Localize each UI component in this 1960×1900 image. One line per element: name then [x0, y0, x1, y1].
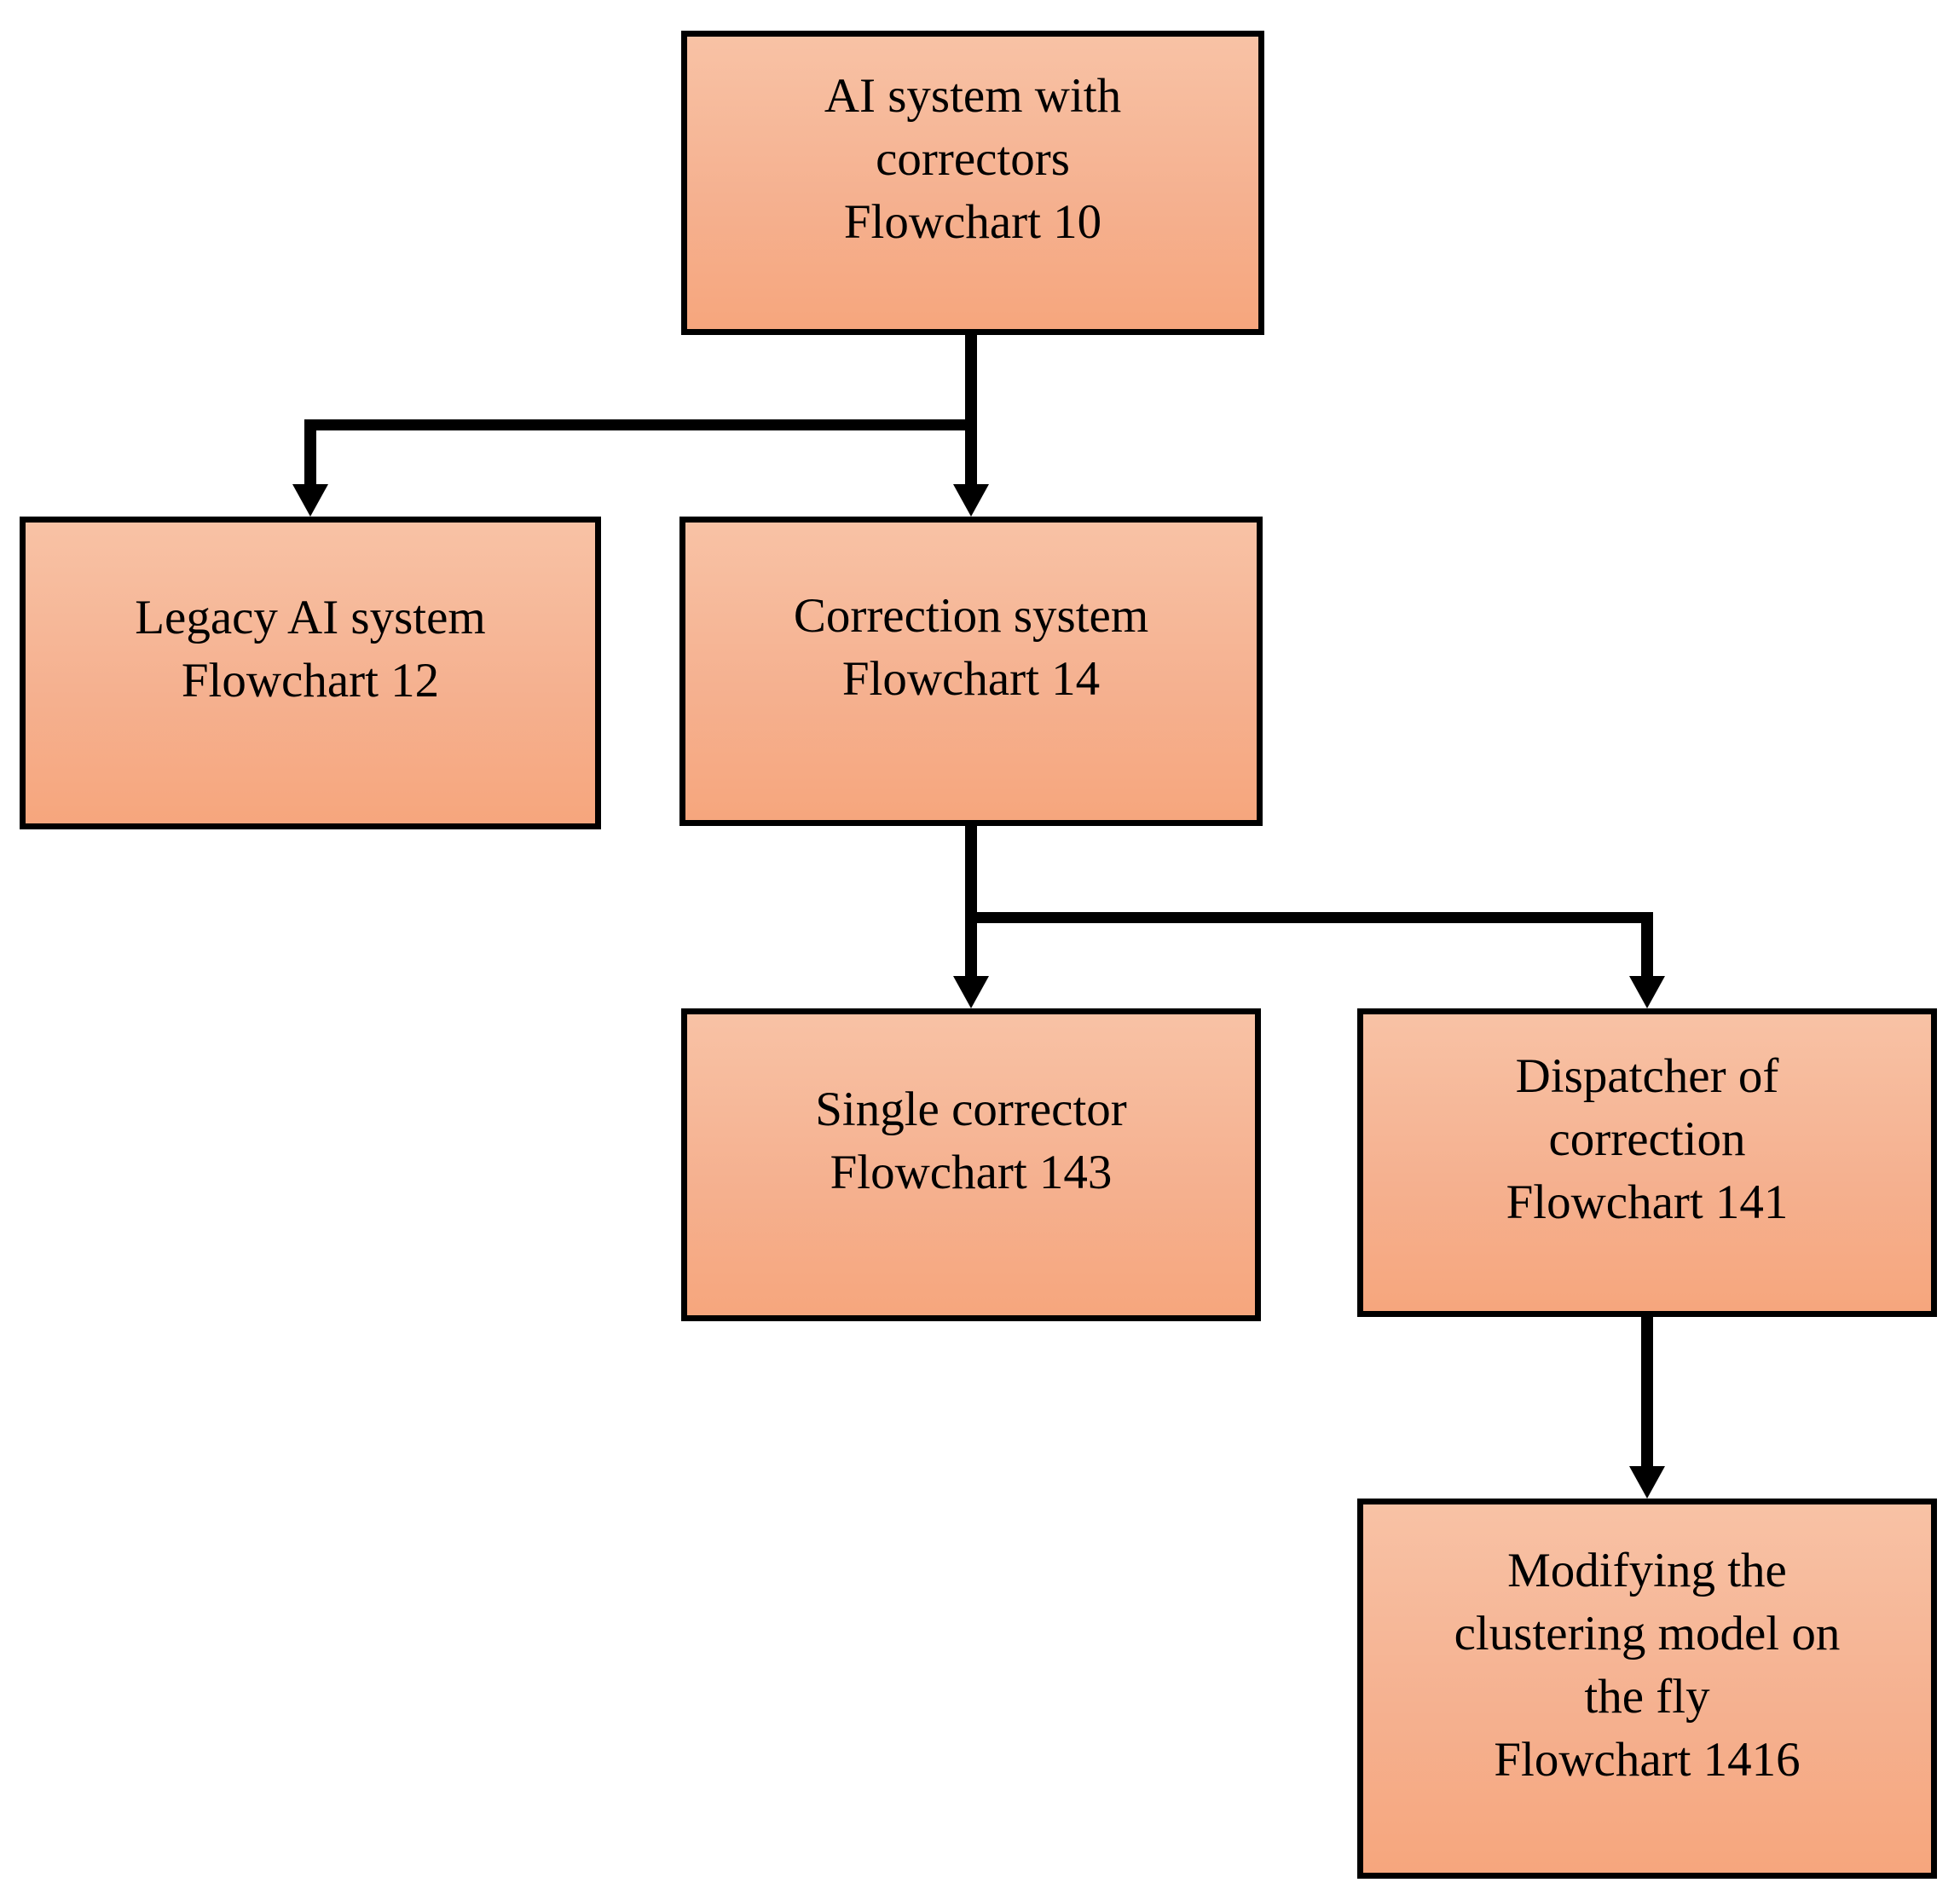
node-text-line: Single corrector	[815, 1083, 1127, 1136]
connector-141-to-1416	[1641, 1317, 1653, 1466]
node-text-line: clustering model on	[1454, 1606, 1841, 1660]
node-flowchart-12: Legacy AI system Flowchart 12	[20, 517, 601, 829]
connector-10-stem	[965, 332, 977, 486]
arrowhead-into-flowchart-14-icon	[953, 484, 989, 517]
node-text-line: Modifying the	[1507, 1543, 1787, 1597]
node-flowchart-10: AI system with correctors Flowchart 10	[681, 31, 1264, 335]
node-text-line: Dispatcher of	[1515, 1048, 1779, 1103]
node-flowchart-1416: Modifying the clustering model on the fl…	[1357, 1499, 1937, 1879]
node-flowchart-143: Single corrector Flowchart 143	[681, 1008, 1261, 1321]
arrowhead-into-flowchart-12-icon	[292, 484, 328, 517]
node-text-line: Flowchart 1416	[1494, 1732, 1801, 1787]
node-text-line: Flowchart 143	[830, 1146, 1113, 1199]
arrowhead-into-flowchart-1416-icon	[1629, 1466, 1665, 1499]
node-text-line: correctors	[876, 132, 1070, 186]
node-text-line: Flowchart 12	[181, 654, 440, 707]
arrowhead-into-flowchart-141-icon	[1629, 976, 1665, 1008]
connector-14-branch	[965, 912, 1653, 923]
node-text-line: Flowchart 14	[841, 652, 1101, 706]
node-text-line: Flowchart 141	[1506, 1175, 1789, 1229]
node-text-line: correction	[1548, 1112, 1746, 1166]
node-text-line: Correction system	[793, 589, 1149, 643]
connector-14-stem	[965, 823, 977, 976]
node-flowchart-14: Correction system Flowchart 14	[679, 517, 1263, 826]
node-text-line: Legacy AI system	[135, 591, 486, 644]
node-text-line: Flowchart 10	[843, 195, 1102, 249]
connector-drop-to-141	[1641, 923, 1653, 976]
node-text-line: AI system with	[824, 69, 1122, 123]
connector-10-branch	[304, 419, 977, 430]
node-flowchart-141: Dispatcher of correction Flowchart 141	[1357, 1008, 1937, 1317]
node-text-line: the fly	[1584, 1669, 1710, 1724]
connector-drop-to-12	[304, 429, 316, 486]
arrowhead-into-flowchart-143-icon	[953, 976, 989, 1008]
